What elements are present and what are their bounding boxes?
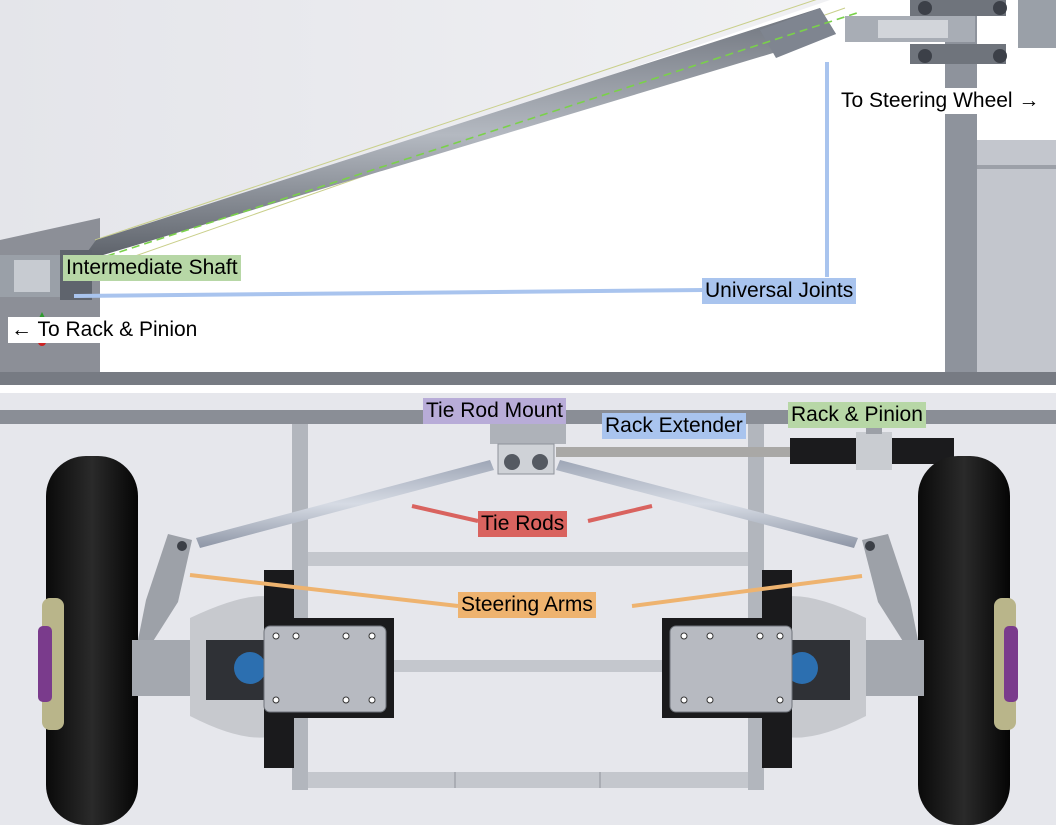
label-rack-extender: Rack Extender: [602, 413, 746, 439]
label-steering-arms: Steering Arms: [458, 592, 596, 618]
tie-rod-left: [196, 460, 494, 548]
intermediate-shaft: [80, 8, 836, 262]
tie-rod-mount: [490, 424, 566, 444]
leader-steering-arm-right: [631, 574, 863, 608]
label-intermediate-shaft: Intermediate Shaft: [63, 255, 241, 281]
axle-plate-right: [662, 570, 793, 768]
label-tie-rods: Tie Rods: [478, 511, 568, 537]
label-to-rack-pinion: ← To Rack & Pinion: [8, 317, 201, 343]
wheel-left: [38, 456, 138, 825]
leader-tie-rod-left: [411, 504, 479, 523]
frame-beam-top: [0, 372, 1056, 385]
frame-tube-right: [748, 424, 764, 790]
axle-plate-left: [263, 570, 394, 768]
frame-box-right: [977, 140, 1056, 372]
leader-steering-arm-left: [189, 573, 459, 608]
side-view-panel: [0, 0, 1056, 385]
leader-universal-joints-lower: [73, 288, 705, 298]
rack-extender: [556, 447, 796, 457]
frame-tube-left: [292, 424, 308, 790]
label-to-steering-wheel: To Steering Wheel →: [838, 88, 1043, 114]
wheel-right: [918, 456, 1018, 825]
leader-tie-rod-right: [587, 504, 653, 523]
label-universal-joints: Universal Joints: [702, 278, 857, 304]
label-tie-rod-mount: Tie Rod Mount: [423, 398, 566, 424]
tie-rod-right: [556, 460, 858, 548]
label-rack-pinion: Rack & Pinion: [788, 402, 926, 428]
